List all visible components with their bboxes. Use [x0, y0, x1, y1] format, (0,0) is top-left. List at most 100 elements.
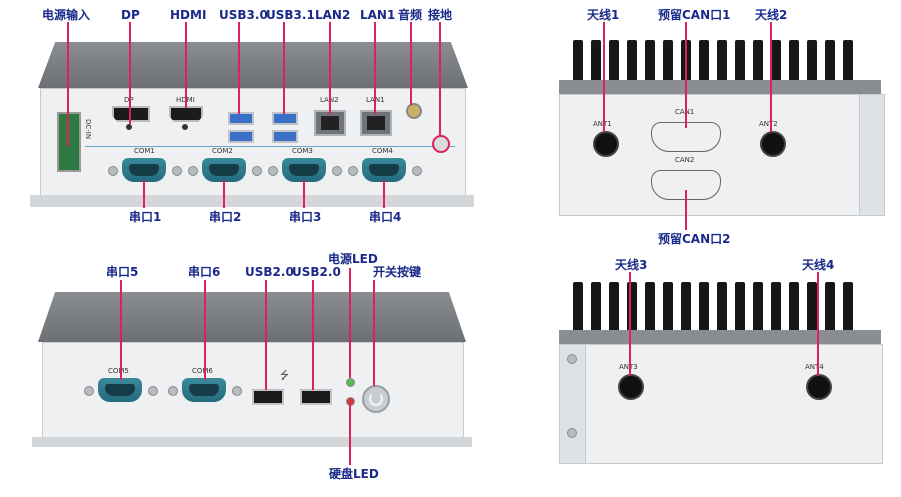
- antenna-side-top: ANT1 ANT2 CAN1 CAN2 天线1 预留CAN口1 天线2 预留CA…: [555, 0, 901, 250]
- antenna4-line: [817, 272, 819, 376]
- hdmi-port: [169, 106, 203, 122]
- serial3-label: 串口3: [289, 210, 322, 224]
- ant3-port: [618, 374, 644, 400]
- usb20b-line: [312, 280, 314, 390]
- power-switch-line: [373, 280, 375, 386]
- audio-jack: [406, 103, 422, 119]
- front-io-panel: DC-IN DP HDMI LAN2 LAN1 COM1 COM2 COM3 C…: [0, 0, 474, 230]
- ant4-text: ANT4: [805, 363, 824, 371]
- antenna4-label: 天线4: [802, 258, 835, 272]
- ant1-text: ANT1: [593, 120, 612, 128]
- usb31-line: [283, 22, 285, 114]
- ant2-port: [760, 131, 786, 157]
- power-led-line: [349, 268, 351, 378]
- usb-symbol-icon: ⭍: [280, 369, 290, 382]
- com4-text: COM4: [372, 147, 393, 155]
- serial5-line: [120, 280, 122, 380]
- serial6-label: 串口6: [188, 265, 221, 279]
- dp-port-text: DP: [124, 96, 134, 104]
- chassis-top-rear: [38, 292, 466, 342]
- power-in-label: 电源输入: [42, 8, 91, 22]
- serial2-line: [223, 180, 225, 208]
- chassis-top: [38, 42, 468, 88]
- usb30-port-bottom: [228, 130, 254, 143]
- com2-connector: [202, 158, 246, 182]
- usb20-port-a: [252, 389, 284, 405]
- power-icon: [369, 392, 383, 406]
- com1-text: COM1: [134, 147, 155, 155]
- serial2-label: 串口2: [209, 210, 242, 224]
- hdmi-line: [185, 22, 187, 108]
- usb20b-label: USB2.0: [292, 265, 341, 279]
- usb31-label: USB3.1: [266, 8, 315, 22]
- chassis-front: [40, 88, 466, 198]
- ant2-text: ANT2: [759, 120, 778, 128]
- dp-label: DP: [121, 8, 140, 22]
- com6-text: COM6: [192, 367, 213, 375]
- antenna3-line: [629, 272, 631, 376]
- antenna3-label: 天线3: [615, 258, 648, 272]
- power-switch-label: 开关按键: [373, 265, 422, 279]
- bracket-screw-top: [567, 354, 577, 364]
- can1-line: [685, 22, 687, 128]
- chassis-base: [30, 195, 474, 207]
- hdd-led-line: [349, 405, 351, 465]
- com1-screw-right: [172, 166, 182, 176]
- antenna2-label: 天线2: [755, 8, 788, 22]
- hdmi-screw: [182, 124, 188, 130]
- side-panel-bottom: [585, 344, 883, 464]
- usb30-port-top: [228, 112, 254, 125]
- serial1-line: [143, 180, 145, 208]
- serial4-label: 串口4: [369, 210, 402, 224]
- com2-screw-right: [252, 166, 262, 176]
- com6-screw-right: [232, 386, 242, 396]
- serial4-line: [383, 180, 385, 208]
- com5-connector: [98, 378, 142, 402]
- side-body-bottom: [559, 330, 881, 344]
- ground-screw: [432, 135, 450, 153]
- chassis-base-rear: [32, 437, 472, 447]
- can2-text: CAN2: [675, 156, 695, 164]
- audio-label: 音频: [398, 8, 423, 22]
- usb20a-label: USB2.0: [245, 265, 294, 279]
- lan1-line: [374, 22, 376, 114]
- com6-screw-left: [168, 386, 178, 396]
- ground-line-ann: [439, 22, 441, 137]
- dc-in-text: DC-IN: [84, 118, 93, 140]
- dp-screw: [126, 124, 132, 130]
- ground-label: 接地: [428, 8, 453, 22]
- ant1-port: [593, 131, 619, 157]
- com3-screw-right: [332, 166, 342, 176]
- usb30-label: USB3.0: [219, 8, 268, 22]
- usb31-port-top: [272, 112, 298, 125]
- dp-line: [129, 22, 131, 124]
- antenna1-line: [603, 22, 605, 132]
- rear-panel: COM5 COM6 ⭍ 串口5 串口6 USB2.0 USB2.0 电源LED …: [0, 250, 472, 497]
- power-led: [346, 378, 355, 387]
- usb20a-line: [265, 280, 267, 390]
- audio-line: [410, 22, 412, 105]
- side-bracket-top: [859, 94, 885, 216]
- can2-line: [685, 190, 687, 230]
- com1-screw-left: [108, 166, 118, 176]
- antenna-side-bottom: ANT3 ANT4 天线3 天线4: [555, 250, 901, 497]
- com3-connector: [282, 158, 326, 182]
- usb31-port-bottom: [272, 130, 298, 143]
- dc-in-connector: [57, 112, 81, 172]
- usb20-port-b: [300, 389, 332, 405]
- com5-text: COM5: [108, 367, 129, 375]
- com3-screw-left: [268, 166, 278, 176]
- serial5-label: 串口5: [106, 265, 139, 279]
- power-led-label: 电源LED: [328, 252, 378, 266]
- com4-connector: [362, 158, 406, 182]
- com6-connector: [182, 378, 226, 402]
- com1-connector: [122, 158, 166, 182]
- com5-screw-left: [84, 386, 94, 396]
- com5-screw-right: [148, 386, 158, 396]
- lan2-label: LAN2: [315, 8, 351, 22]
- ant3-text: ANT3: [619, 363, 638, 371]
- lan2-line: [329, 22, 331, 114]
- lan1-label: LAN1: [360, 8, 396, 22]
- ant4-port: [806, 374, 832, 400]
- side-body-top: [559, 80, 881, 94]
